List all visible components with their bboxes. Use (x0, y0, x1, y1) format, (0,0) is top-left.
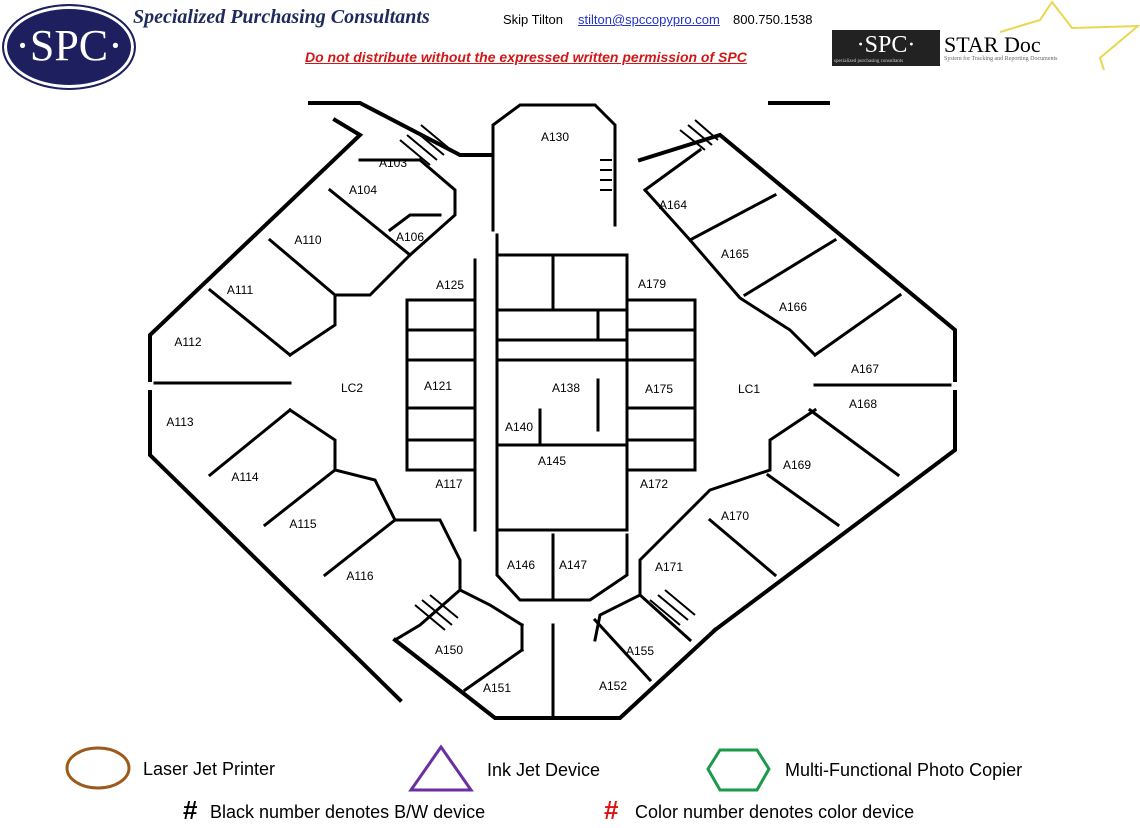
star-doc-logo: ·SPC·specialized purchasing consultants … (832, 30, 1137, 68)
spc-logo: ·SPC· (2, 4, 136, 90)
room-label-a103: A103 (379, 156, 407, 170)
stairs-icon (399, 119, 719, 631)
room-label-a152: A152 (599, 679, 627, 693)
star-logo-spc: ·SPC· (856, 32, 916, 58)
contact-email-link[interactable]: stilton@spccopypro.com (578, 12, 720, 27)
star-icon (1000, 0, 1140, 70)
room-label-a146: A146 (507, 558, 535, 572)
room-label-a110: A110 (294, 233, 321, 247)
room-label-a125: A125 (436, 278, 464, 292)
room-label-a167: A167 (851, 362, 879, 376)
color-hash-icon: # (604, 795, 619, 825)
room-label-a112: A112 (174, 335, 201, 349)
room-label-a147: A147 (559, 558, 587, 572)
legend-mfp-label: Multi-Functional Photo Copier (785, 760, 1022, 780)
room-label-lc1: LC1 (738, 382, 760, 396)
room-label-a175: A175 (645, 382, 673, 396)
room-label-a165: A165 (721, 247, 749, 261)
legend-bw-note: Black number denotes B/W device (210, 802, 485, 822)
star-logo-title: STAR Doc (944, 32, 1041, 57)
room-label-a151: A151 (483, 681, 511, 695)
room-label-lc2: LC2 (341, 381, 363, 395)
room-label-a150: A150 (435, 643, 463, 657)
floor-plan-walls (148, 101, 957, 720)
spc-logo-text: ·SPC· (15, 21, 123, 70)
room-label-a115: A115 (289, 517, 316, 531)
room-label-a145: A145 (538, 454, 566, 468)
room-label-a170: A170 (721, 509, 749, 523)
contact-phone: 800.750.1538 (733, 12, 813, 27)
room-label-a168: A168 (849, 397, 877, 411)
star-logo-spc-sub: specialized purchasing consultants (834, 59, 904, 64)
room-label-a169: A169 (783, 458, 811, 472)
room-label-a140: A140 (505, 420, 533, 434)
room-label-a171: A171 (655, 560, 683, 574)
room-label-a155: A155 (626, 644, 654, 658)
contact-name: Skip Tilton (503, 12, 563, 27)
room-label-a106: A106 (396, 230, 424, 244)
room-label-a114: A114 (231, 470, 258, 484)
bw-hash-icon: # (183, 795, 198, 825)
room-label-a130: A130 (541, 130, 569, 144)
legend-laser-label: Laser Jet Printer (143, 759, 275, 779)
room-label-a138: A138 (552, 381, 580, 395)
room-label-a179: A179 (638, 277, 666, 291)
room-label-a166: A166 (779, 300, 807, 314)
room-label-a116: A116 (346, 569, 373, 583)
room-label-a104: A104 (349, 183, 377, 197)
company-name: Specialized Purchasing Consultants (133, 6, 430, 28)
laser-jet-circle-icon (65, 746, 131, 790)
room-label-a111: A111 (227, 283, 254, 297)
room-label-a164: A164 (659, 198, 687, 212)
room-label-a117: A117 (435, 477, 462, 491)
legend-inkjet-label: Ink Jet Device (487, 760, 600, 780)
distribution-warning: Do not distribute without the expressed … (305, 49, 747, 65)
star-logo-subtitle: System for Tracking and Reporting Docume… (944, 56, 1058, 62)
room-label-a113: A113 (166, 415, 193, 429)
room-label-a172: A172 (640, 477, 668, 491)
room-label-a121: A121 (424, 379, 452, 393)
copier-hexagon-icon (706, 748, 771, 792)
legend-color-note: Color number denotes color device (635, 802, 914, 822)
ink-jet-triangle-icon (408, 744, 474, 792)
